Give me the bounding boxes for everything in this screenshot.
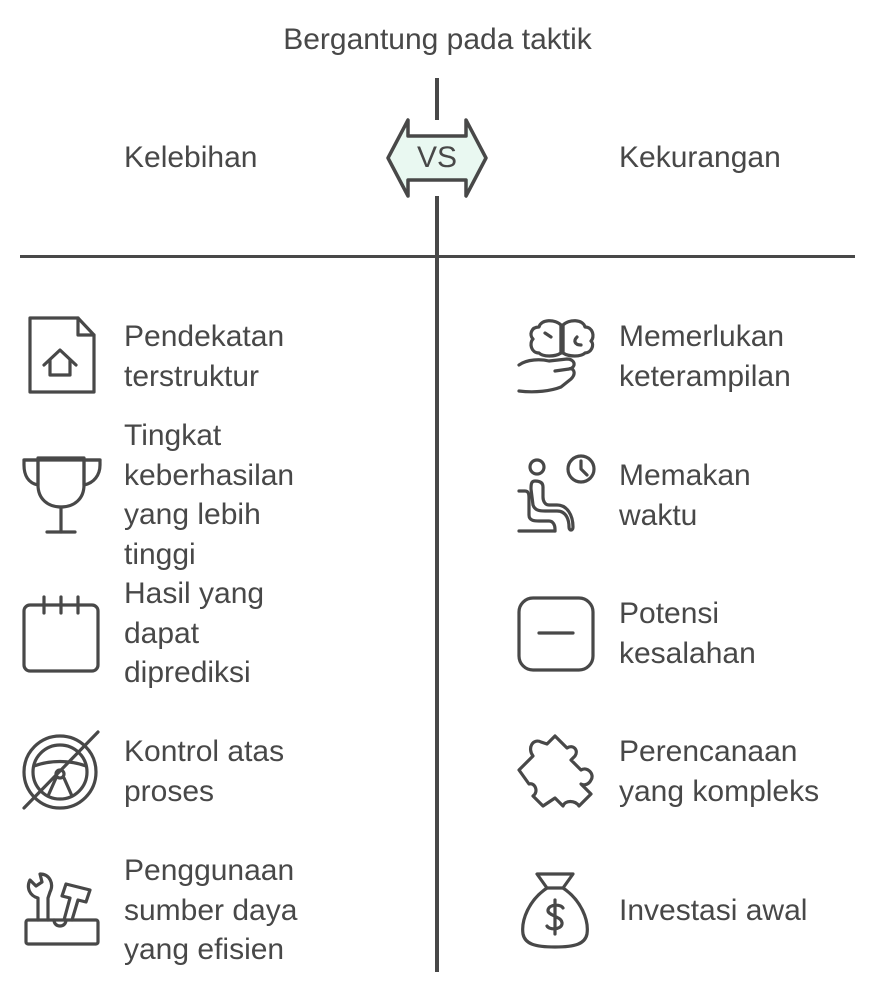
divider-horizontal	[20, 255, 855, 258]
divider-vertical-top	[435, 78, 439, 120]
toolbox-icon	[20, 870, 100, 950]
minus-square-icon	[515, 595, 595, 675]
steering-wheel-off-icon	[20, 730, 100, 810]
money-bag-icon	[515, 870, 595, 950]
divider-vertical	[435, 196, 439, 972]
vs-badge: VS	[385, 116, 489, 200]
cons-item-5: Investasi awal	[619, 894, 808, 927]
waiting-clock-icon	[515, 454, 596, 535]
puzzle-icon	[515, 732, 595, 812]
document-home-icon	[20, 315, 100, 395]
calendar-icon	[20, 595, 100, 675]
brain-hand-icon	[515, 315, 595, 395]
diagram-title: Bergantung pada taktik	[283, 23, 592, 56]
cons-heading: Kekurangan	[619, 141, 781, 174]
trophy-icon	[20, 455, 102, 535]
vs-label: VS	[416, 141, 458, 174]
pros-heading: Kelebihan	[124, 141, 258, 174]
